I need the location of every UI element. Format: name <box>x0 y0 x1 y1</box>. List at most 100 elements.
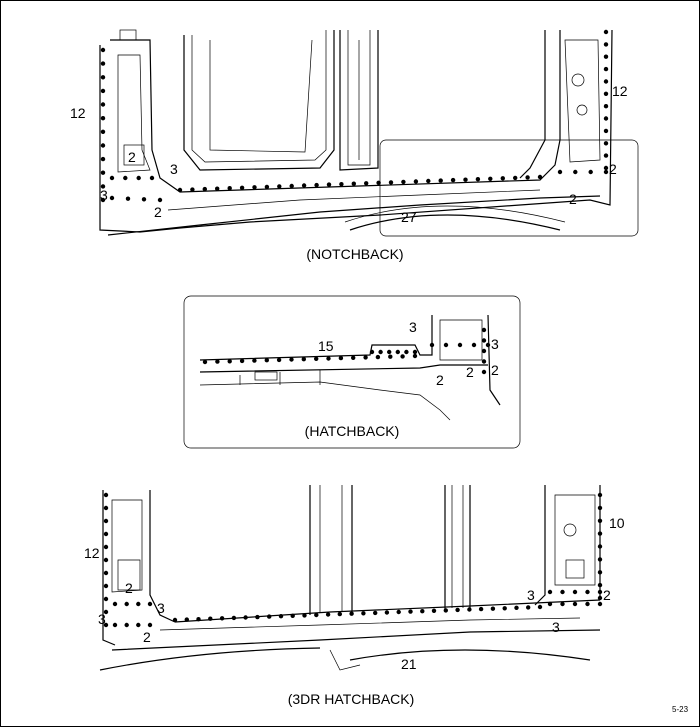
label-3dr-10: 10 <box>609 515 625 531</box>
weld-spot <box>597 531 603 536</box>
weld-spot <box>172 617 178 623</box>
label-notchback-2-right: 2 <box>609 161 617 177</box>
weld-spot <box>400 354 405 359</box>
weld-spot <box>100 88 106 94</box>
weld-spot <box>585 589 590 595</box>
weld-spot <box>136 175 141 181</box>
weld-spot <box>103 518 109 524</box>
weld-spot <box>314 612 319 618</box>
label-3dr-3-rear-lower: 3 <box>552 619 560 635</box>
weld-spot <box>252 185 257 190</box>
label-hatchback-2-left: 2 <box>436 372 444 388</box>
weld-spot <box>572 589 578 595</box>
weld-spot <box>147 601 153 607</box>
weld-spot <box>351 181 356 186</box>
weld-spot <box>177 187 183 193</box>
weld-spot <box>103 570 109 576</box>
weld-spot <box>239 185 245 190</box>
weld-spot <box>147 622 153 628</box>
label-hatchback-2-mid: 2 <box>466 364 474 380</box>
weld-spot <box>227 359 232 364</box>
label-notchback-2-base: 2 <box>154 204 162 220</box>
weld-spot <box>276 357 282 363</box>
weld-spot <box>202 186 207 192</box>
weld-spot <box>481 338 487 343</box>
weld-spot <box>103 557 109 563</box>
weld-spot <box>351 355 356 360</box>
label-hatchback-3-upper: 3 <box>409 319 417 335</box>
weld-spot <box>255 614 260 620</box>
weld-spot <box>525 175 530 180</box>
weld-spot <box>103 544 109 550</box>
weld-spot <box>481 369 487 375</box>
weld-spot <box>478 606 484 612</box>
weld-spot <box>560 589 565 595</box>
weld-spot <box>100 129 106 134</box>
weld-spot <box>125 196 131 201</box>
weld-spot <box>289 183 294 189</box>
caption-3dr-hatchback: (3DR HATCHBACK) <box>288 691 415 707</box>
weld-spot <box>557 169 563 175</box>
weld-spot <box>264 184 270 190</box>
label-3dr-2-upper: 2 <box>125 580 133 596</box>
caption-notchback: (NOTCHBACK) <box>306 246 403 262</box>
weld-spot <box>378 349 383 355</box>
weld-spot <box>301 183 307 188</box>
weld-spot <box>136 622 141 628</box>
weld-spot <box>149 175 155 181</box>
weld-spot <box>325 612 331 617</box>
weld-spot <box>481 348 487 354</box>
weld-spot <box>597 589 603 595</box>
weld-spot <box>588 169 593 175</box>
weld-spot <box>337 611 342 617</box>
weld-spot <box>443 608 448 613</box>
weld-spot <box>481 327 487 333</box>
weld-spot <box>264 358 269 363</box>
weld-spot <box>443 342 449 348</box>
label-3dr-3-rear-upper: 3 <box>527 587 535 603</box>
weld-spot <box>123 175 128 181</box>
weld-spot <box>190 187 195 192</box>
weld-spot <box>109 195 115 201</box>
weld-spot <box>290 613 295 618</box>
weld-spot <box>502 606 507 611</box>
weld-spot <box>471 342 477 348</box>
label-3dr-3-mid: 3 <box>157 600 165 616</box>
weld-spot <box>488 176 493 181</box>
weld-spot <box>227 186 232 191</box>
weld-spot <box>500 176 505 181</box>
weld-spot <box>597 582 603 588</box>
label-3dr-21: 21 <box>401 656 417 672</box>
weld-spot <box>438 178 443 183</box>
label-notchback-2-inner: 2 <box>128 149 136 165</box>
weld-spot <box>429 342 435 348</box>
weld-spot <box>363 355 368 360</box>
weld-spot <box>136 601 141 607</box>
weld-spot <box>112 622 118 628</box>
weld-spot <box>401 179 406 185</box>
label-notchback-3-lower: 3 <box>100 187 108 203</box>
weld-spot <box>103 622 109 628</box>
weld-spot <box>388 180 394 185</box>
hatchback-view <box>183 295 521 449</box>
weld-spot <box>100 47 106 53</box>
label-3dr-3-left: 3 <box>98 611 106 627</box>
label-notchback-27: 27 <box>401 209 417 225</box>
weld-spot <box>481 359 487 364</box>
weld-spot <box>597 557 603 562</box>
weld-spot <box>103 492 109 498</box>
weld-spot <box>431 608 437 613</box>
label-3dr-2-lower: 2 <box>143 629 151 645</box>
weld-spot <box>426 178 431 184</box>
weld-spot <box>361 611 366 616</box>
weld-spot <box>603 153 609 158</box>
caption-hatchback: (HATCHBACK) <box>305 423 400 439</box>
weld-spot <box>373 610 378 616</box>
weld-spot <box>252 358 257 363</box>
weld-spot <box>597 544 603 549</box>
weld-spot <box>124 622 129 628</box>
weld-spot <box>603 104 609 109</box>
page-number: 5-23 <box>672 705 689 714</box>
weld-spot <box>103 609 109 615</box>
weld-spot <box>412 349 418 355</box>
